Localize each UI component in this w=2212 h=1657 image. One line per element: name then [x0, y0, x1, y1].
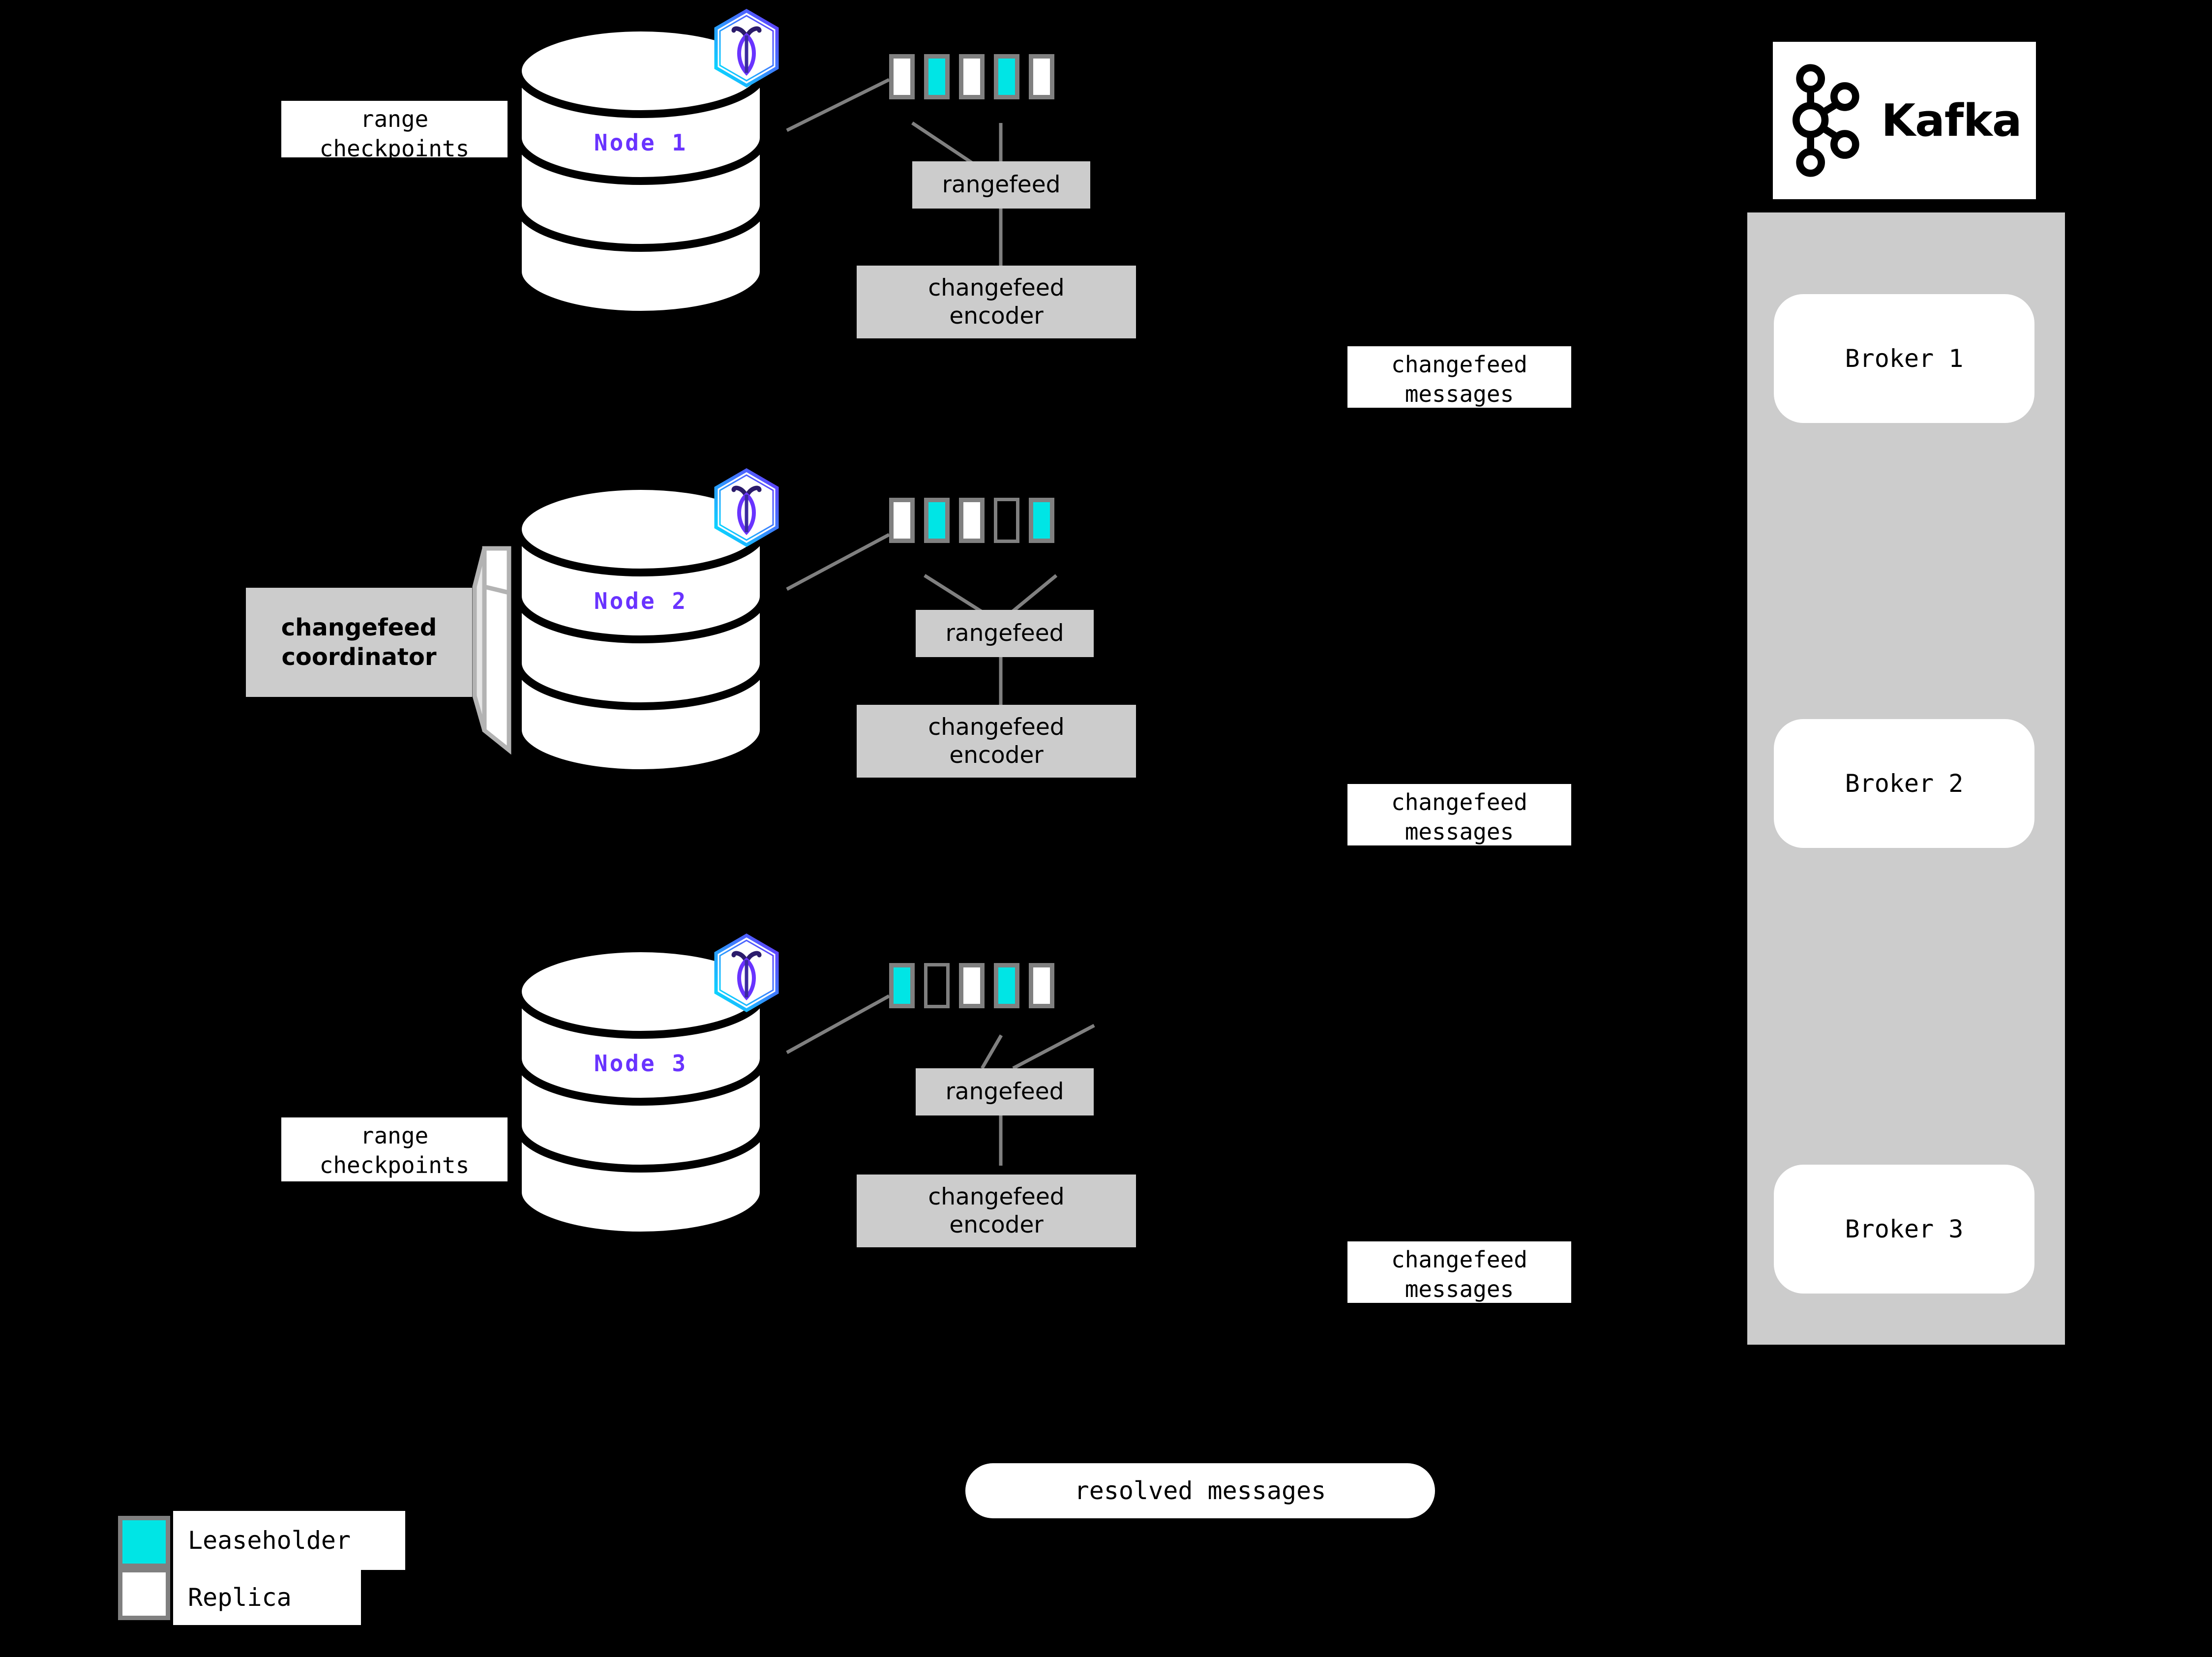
- range-box[interactable]: [1029, 54, 1054, 99]
- changefeed-encoder-box-node2[interactable]: changefeed encoder: [857, 705, 1136, 778]
- range-box[interactable]: [994, 498, 1019, 543]
- messages-line2: messages: [1405, 380, 1514, 407]
- changefeed-messages-label-3: changefeed messages: [1347, 1241, 1571, 1303]
- rangefeed-label: rangefeed: [942, 171, 1061, 199]
- range-box[interactable]: [1029, 963, 1054, 1008]
- rangefeed-label: rangefeed: [945, 620, 1064, 647]
- node-label-3: Node 3: [594, 1050, 688, 1077]
- encoder-line1: changefeed: [928, 274, 1065, 301]
- legend-text: Replica: [188, 1583, 292, 1612]
- broker-box-3[interactable]: Broker 3: [1774, 1165, 2034, 1294]
- range-box[interactable]: [994, 963, 1019, 1008]
- encoder-line2: encoder: [949, 742, 1044, 769]
- range-box[interactable]: [959, 498, 985, 543]
- broker-label: Broker 1: [1845, 344, 1964, 373]
- range-box[interactable]: [889, 498, 915, 543]
- legend-text: Leaseholder: [188, 1526, 351, 1555]
- range-checkpoints-label-node3: range checkpoints: [281, 1117, 508, 1181]
- broker-label: Broker 2: [1845, 769, 1964, 798]
- node-cylinder-2[interactable]: Node 2: [513, 482, 769, 777]
- range-row-node2: [889, 498, 1054, 543]
- range-box[interactable]: [959, 963, 985, 1008]
- range-row-node3: [889, 963, 1054, 1008]
- range-row-node1: [889, 54, 1054, 99]
- range-box[interactable]: [994, 54, 1019, 99]
- rangefeed-box-node1[interactable]: rangefeed: [912, 161, 1090, 209]
- coordinator-line1: changefeed: [281, 614, 437, 641]
- node-cylinder-3[interactable]: Node 3: [513, 944, 769, 1239]
- checkpoint-line2: checkpoints: [319, 135, 470, 162]
- resolved-messages-pill[interactable]: resolved messages: [965, 1463, 1435, 1518]
- resolved-messages-label: resolved messages: [1074, 1476, 1326, 1505]
- broker-box-1[interactable]: Broker 1: [1774, 294, 2034, 423]
- kafka-logo: Kafka: [1773, 42, 2036, 199]
- range-box[interactable]: [1029, 498, 1054, 543]
- range-box[interactable]: [924, 963, 950, 1008]
- encoder-line1: changefeed: [928, 1183, 1065, 1210]
- checkpoint-line1: range: [360, 106, 429, 132]
- rangefeed-box-node3[interactable]: rangefeed: [916, 1068, 1094, 1115]
- rangefeed-label: rangefeed: [945, 1078, 1064, 1106]
- checkpoint-line2: checkpoints: [319, 1151, 470, 1178]
- kafka-wordmark: Kafka: [1881, 94, 2022, 147]
- encoder-line1: changefeed: [928, 713, 1065, 741]
- broker-box-2[interactable]: Broker 2: [1774, 719, 2034, 848]
- range-checkpoints-label-node1: range checkpoints: [281, 101, 508, 162]
- range-box[interactable]: [924, 498, 950, 543]
- encoder-line2: encoder: [949, 302, 1044, 330]
- broker-label: Broker 3: [1845, 1215, 1964, 1243]
- coordinator-line2: coordinator: [281, 643, 437, 671]
- changefeed-coordinator-box[interactable]: changefeed coordinator: [246, 588, 472, 697]
- range-box[interactable]: [924, 54, 950, 99]
- rangefeed-box-node2[interactable]: rangefeed: [916, 610, 1094, 657]
- range-box[interactable]: [889, 963, 915, 1008]
- node-cylinder-1[interactable]: Node 1: [513, 24, 769, 319]
- kafka-mark-icon: [1793, 64, 1860, 177]
- messages-line1: changefeed: [1391, 789, 1527, 815]
- legend-swatch-replica: [118, 1568, 170, 1620]
- messages-line2: messages: [1405, 818, 1514, 845]
- cockroachdb-logo-icon-3: [712, 934, 781, 1012]
- messages-line1: changefeed: [1391, 351, 1527, 378]
- range-box[interactable]: [889, 54, 915, 99]
- legend-label-leaseholder: Leaseholder: [173, 1511, 405, 1570]
- changefeed-encoder-box-node3[interactable]: changefeed encoder: [857, 1175, 1136, 1247]
- changefeed-messages-label-1: changefeed messages: [1347, 346, 1571, 408]
- messages-line2: messages: [1405, 1275, 1514, 1302]
- changefeed-coordinator-connector: [243, 543, 543, 755]
- checkpoint-line1: range: [360, 1122, 429, 1149]
- encoder-line2: encoder: [949, 1211, 1044, 1238]
- cockroachdb-logo-icon-2: [712, 468, 781, 547]
- legend-swatch-leaseholder: [118, 1516, 170, 1568]
- messages-line1: changefeed: [1391, 1246, 1527, 1273]
- changefeed-messages-label-2: changefeed messages: [1347, 784, 1571, 845]
- legend-label-replica: Replica: [173, 1570, 361, 1625]
- node-label-2: Node 2: [594, 588, 688, 614]
- changefeed-encoder-box-node1[interactable]: changefeed encoder: [857, 266, 1136, 338]
- cockroachdb-logo-icon-1: [712, 9, 781, 88]
- node-label-1: Node 1: [594, 129, 688, 156]
- range-box[interactable]: [959, 54, 985, 99]
